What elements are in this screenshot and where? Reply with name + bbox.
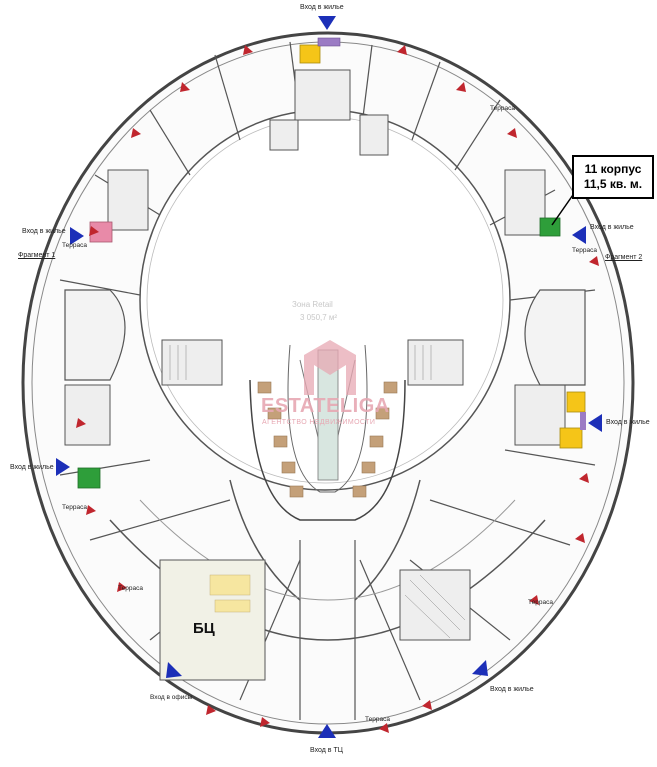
watermark-subtitle: АГЕНТСТВО НЕДВИЖИМОСТИ <box>262 419 376 426</box>
label-entry-mall: Вход в ТЦ <box>310 747 343 754</box>
exit-markers <box>76 45 599 733</box>
label-entry-top: Вход в жилье <box>300 4 344 11</box>
apartment-purple-top <box>317 37 341 47</box>
entry-arrow-top <box>318 16 336 30</box>
label-entry-left-upper: Вход в жилье <box>22 228 66 235</box>
watermark-brand: ESTATELIGA <box>261 395 390 417</box>
entry-arrows <box>56 16 602 738</box>
apartment-yellow-top <box>299 44 321 64</box>
lower-ring-inner <box>139 499 516 601</box>
lower-corridor-right <box>354 479 421 601</box>
label-terrace-left-lower: Терраса <box>62 504 87 511</box>
watermark-faint-zone: Зона Retail <box>292 300 333 309</box>
label-terrace-right-bottom: Терраса <box>528 599 553 606</box>
central-court-inner <box>287 344 368 493</box>
callout-leader <box>551 191 576 226</box>
business-center-label: БЦ <box>193 620 215 637</box>
label-terrace-left-bottom: Терраса <box>118 585 143 592</box>
label-fragment-2: Фрагмент 2 <box>605 254 643 261</box>
court-columns <box>257 381 398 498</box>
entry-arrow-left-upper <box>70 227 84 245</box>
lower-corridor-left <box>229 479 301 601</box>
entry-arrow-left-lower <box>56 458 70 476</box>
label-terrace-right-mid: Терраса <box>572 247 597 254</box>
entry-arrow-right-bottom <box>472 660 488 676</box>
central-court <box>249 379 406 521</box>
watermark-logo-icon <box>304 340 356 395</box>
entry-arrow-offices <box>166 662 182 678</box>
left-stair-pod <box>64 289 126 381</box>
corpus-callout-title: 11 корпус <box>584 162 642 176</box>
core-stair-hatching <box>169 345 466 639</box>
apartment-green-right <box>539 217 561 237</box>
label-fragment-1: Фрагмент 1 <box>18 252 56 259</box>
business-center-furniture <box>209 574 251 613</box>
entry-arrow-right-lower <box>588 414 602 432</box>
entry-arrow-right-upper <box>572 226 586 244</box>
label-entry-right-upper: Вход в жилье <box>590 224 634 231</box>
apartment-yellow-right <box>559 391 586 449</box>
label-entry-left-lower: Вход в жилье <box>10 464 54 471</box>
label-entry-right-lower: Вход в жилье <box>606 419 650 426</box>
apartment-purple-right <box>580 412 586 430</box>
label-terrace-left-upper: Терраса <box>62 242 87 249</box>
corpus-callout: 11 корпус 11,5 кв. м. <box>572 155 654 199</box>
apartment-green-left <box>77 467 101 489</box>
service-cores <box>64 69 566 641</box>
label-terrace-right-upper: Терраса <box>490 105 515 112</box>
watermark-faint-area: 3 050,7 м² <box>300 313 338 322</box>
label-entry-right-bottom: Вход в жилье <box>490 686 534 693</box>
label-terrace-bottom: Терраса <box>365 716 390 723</box>
entry-arrow-mall <box>318 724 336 738</box>
corpus-callout-area: 11,5 кв. м. <box>583 177 643 191</box>
label-entry-offices: Вход в офисы <box>150 694 193 701</box>
right-stair-pod <box>524 289 586 386</box>
